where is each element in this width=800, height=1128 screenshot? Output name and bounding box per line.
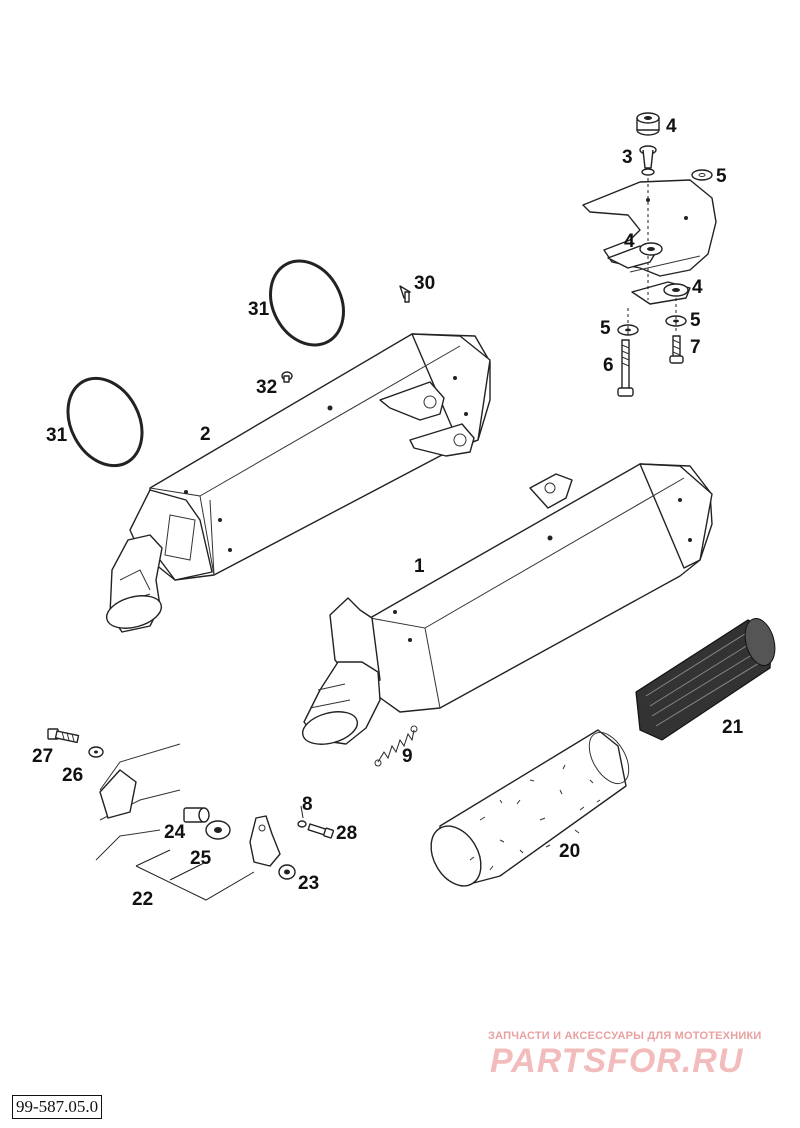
callout-30: 30 — [414, 273, 435, 294]
callout-24: 24 — [164, 822, 186, 843]
callout-27: 27 — [32, 746, 53, 767]
washer-8 — [297, 820, 307, 828]
drawing-code-label: 99-587.05.0 — [12, 1095, 103, 1119]
callout-7: 7 — [690, 337, 701, 358]
callout-26: 26 — [62, 765, 83, 786]
spacer-bushing — [639, 145, 657, 176]
callout-5: 5 — [690, 310, 701, 331]
rubber-grommet-middle — [639, 242, 663, 256]
screw-28 — [307, 823, 335, 839]
short-bolt — [669, 335, 684, 364]
rubber-25 — [205, 820, 231, 840]
callout-22: 22 — [132, 889, 153, 910]
callout-28: 28 — [336, 823, 357, 844]
insulation-sleeve — [430, 729, 630, 887]
callout-6: 6 — [603, 355, 614, 376]
frame-section — [95, 743, 181, 861]
callout-3: 3 — [622, 147, 633, 168]
callout-1: 1 — [414, 556, 425, 577]
callout-31: 31 — [248, 299, 270, 320]
bolt-27 — [47, 728, 80, 744]
o-ring-lower — [66, 376, 144, 468]
callout-4: 4 — [624, 231, 635, 252]
callout-4: 4 — [666, 116, 677, 137]
watermark-logo: PARTSFOR.RU — [490, 1042, 744, 1080]
rubber-grommet-top — [636, 112, 660, 136]
callout-labels: 1 2 3 4 4 4 5 5 5 6 7 8 9 20 21 22 23 24… — [32, 116, 744, 910]
silencer-upper — [105, 333, 491, 633]
callout-23: 23 — [298, 873, 319, 894]
callout-32: 32 — [256, 377, 277, 398]
callout-5: 5 — [716, 166, 727, 187]
o-ring-upper — [269, 259, 345, 347]
insulation-wrap — [635, 618, 776, 741]
callout-25: 25 — [190, 848, 212, 869]
callout-20: 20 — [559, 841, 580, 862]
callout-2: 2 — [200, 424, 211, 445]
watermark-caption: ЗАПЧАСТИ И АКСЕССУАРЫ ДЛЯ МОТОТЕХНИКИ — [488, 1030, 762, 1042]
clamp-bracket — [249, 815, 281, 867]
rubber-grommet-lower — [663, 283, 689, 297]
nut-23 — [278, 864, 296, 880]
callout-4: 4 — [692, 277, 703, 298]
callout-31: 31 — [46, 425, 68, 446]
silencer-lower — [301, 463, 713, 745]
washer-top — [691, 169, 713, 181]
callout-9: 9 — [402, 746, 413, 767]
callout-8: 8 — [302, 794, 313, 815]
callout-5: 5 — [600, 318, 611, 339]
washer-26 — [88, 746, 104, 758]
rivet-32 — [281, 371, 293, 383]
spring — [374, 725, 418, 767]
bushing-24 — [183, 807, 210, 823]
long-bolt — [617, 339, 634, 397]
callout-21: 21 — [722, 717, 744, 738]
rivet-30 — [399, 285, 411, 303]
